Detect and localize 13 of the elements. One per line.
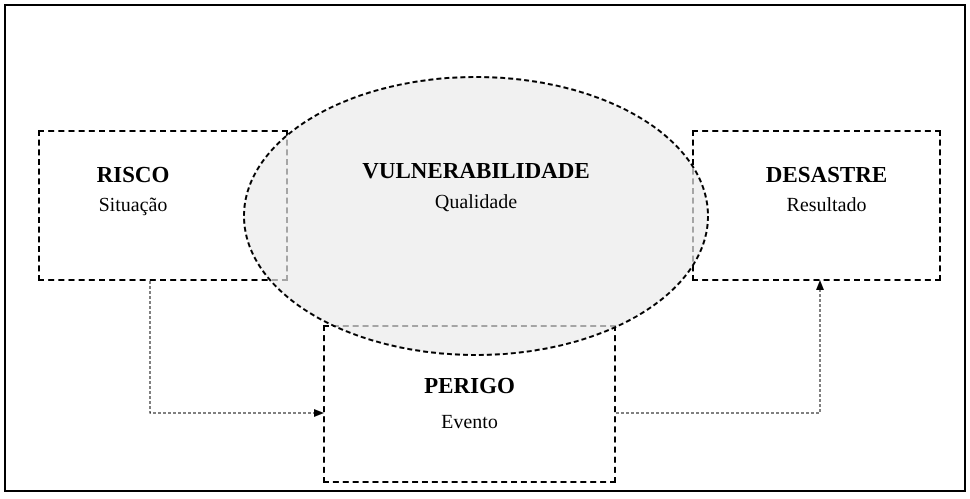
ellipse-node xyxy=(243,76,709,356)
arrow xyxy=(150,280,324,417)
node-subtitle: Resultado xyxy=(786,194,868,217)
process-box xyxy=(323,325,616,483)
node-title: RISCO xyxy=(96,162,170,188)
node-title: PERIGO xyxy=(423,373,516,399)
process-box xyxy=(692,130,941,281)
arrow xyxy=(616,280,824,414)
node-subtitle: Evento xyxy=(440,411,499,434)
node-subtitle: Qualidade xyxy=(434,191,518,214)
node-subtitle: Situação xyxy=(98,194,168,217)
node-title: DESASTRE xyxy=(764,162,888,188)
node-title: VULNERABILIDADE xyxy=(361,158,591,184)
